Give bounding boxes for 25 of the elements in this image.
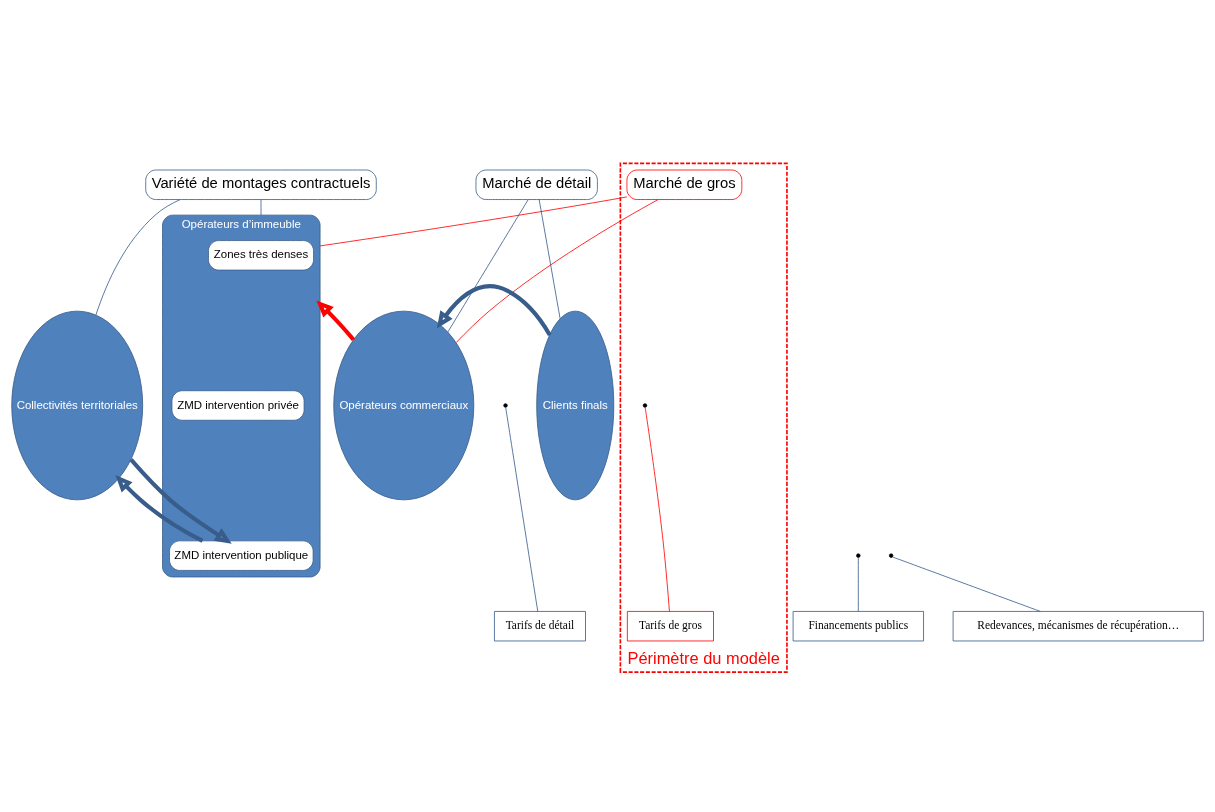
arrow <box>129 457 232 544</box>
node-box: ZMD intervention privée <box>171 389 305 421</box>
arrow <box>316 299 355 341</box>
node-box: Financements publics <box>792 610 924 641</box>
arrow <box>115 474 204 543</box>
connector <box>455 198 659 343</box>
node-box: Marché de détail <box>475 169 598 200</box>
connector <box>260 198 262 216</box>
connector <box>857 556 859 612</box>
node-box: Variété de montages contractuels <box>145 169 377 200</box>
connector <box>892 556 1041 612</box>
node-box: Redevances, mécanismes de récupération… <box>952 610 1204 641</box>
node-box: Marché de gros <box>626 169 743 200</box>
node-box: ZMD intervention publique <box>169 539 314 571</box>
node-box: Zones très denses <box>208 239 314 271</box>
node-ellipse: Clients finals <box>536 310 615 500</box>
node-box: Tarifs de détail <box>494 610 586 641</box>
connector <box>319 196 628 246</box>
connector <box>505 406 539 612</box>
connector <box>538 198 561 319</box>
arrow <box>436 283 552 336</box>
node-box: Tarifs de gros <box>626 610 714 641</box>
connector <box>447 198 529 332</box>
connector <box>644 406 670 612</box>
node-ellipse: Collectivités territoriales <box>11 310 144 500</box>
